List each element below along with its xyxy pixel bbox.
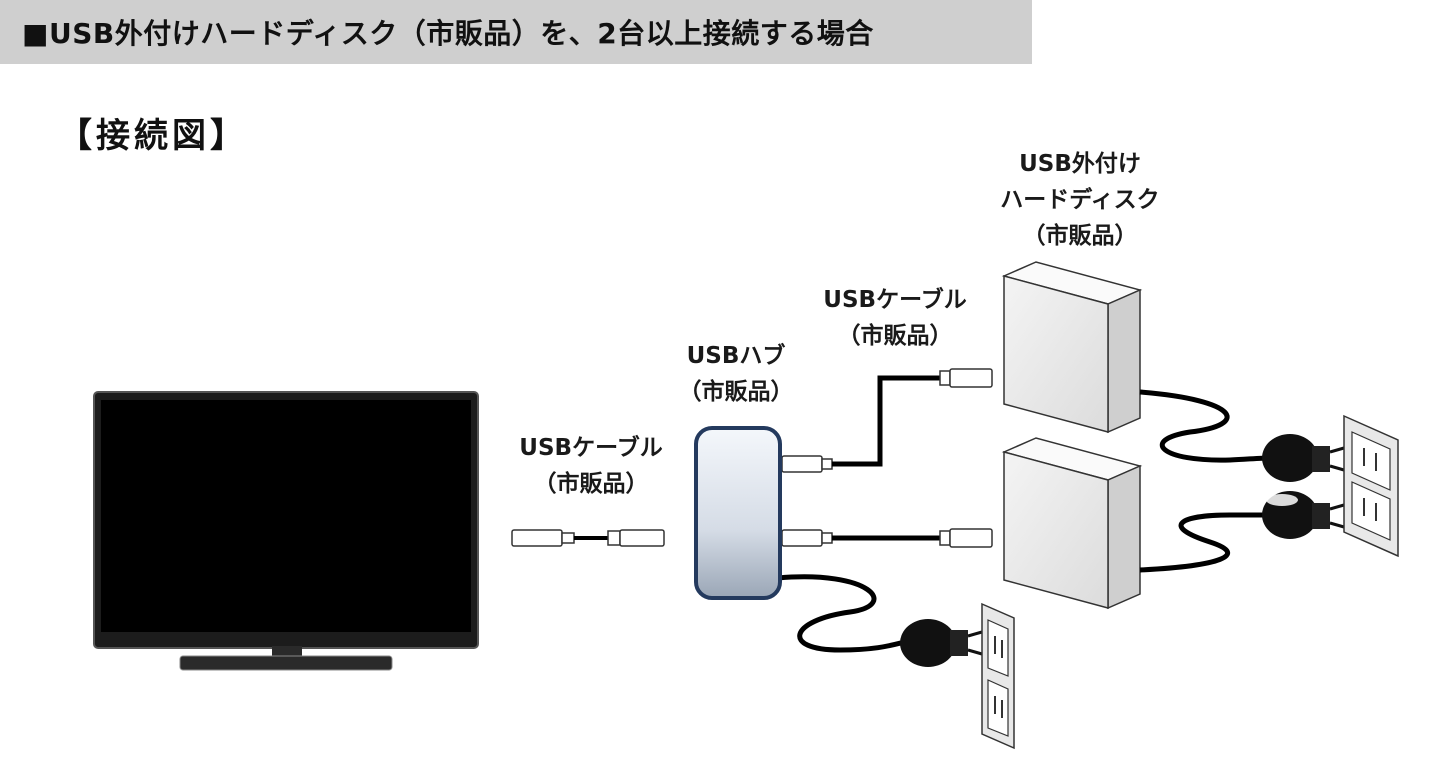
usb-cable-upper-line2: （市販品） bbox=[837, 323, 953, 349]
hdd-label: USB外付け ハードディスク （市販品） bbox=[970, 146, 1190, 254]
usb-cable-upper-label: USBケーブル （市販品） bbox=[800, 282, 990, 354]
header-bar: ■USB外付けハードディスク（市販品）を、2台以上接続する場合 bbox=[0, 0, 1032, 64]
usb-cable-left bbox=[511, 529, 665, 547]
hdd-label-line2: ハードディスク bbox=[1000, 187, 1160, 213]
hdd-power-cables bbox=[1139, 389, 1271, 573]
hard-disk-icon bbox=[1001, 261, 1143, 434]
hdd-label-line3: （市販品） bbox=[1022, 223, 1138, 249]
wall-outlet-icon bbox=[981, 602, 1015, 750]
usb-cable-left-line1: USBケーブル bbox=[519, 435, 663, 461]
section-label: 【接続図】 bbox=[58, 116, 248, 156]
hard-disk-icon bbox=[1001, 437, 1143, 610]
wall-outlet-icon bbox=[1343, 414, 1399, 558]
tv-icon bbox=[93, 391, 479, 671]
usb-hub-line1: USBハブ bbox=[686, 343, 786, 369]
usb-hub-icon bbox=[694, 426, 782, 600]
usb-cable-upper-line1: USBケーブル bbox=[823, 287, 967, 313]
hub-cables bbox=[777, 368, 993, 653]
usb-cable-left-label: USBケーブル （市販品） bbox=[496, 430, 686, 502]
usb-hub-line2: （市販品） bbox=[678, 379, 794, 405]
hdd-label-line1: USB外付け bbox=[1019, 151, 1141, 177]
ac-adapter-icon bbox=[1262, 491, 1345, 539]
usb-hub-label: USBハブ （市販品） bbox=[656, 338, 816, 410]
usb-cable-left-line2: （市販品） bbox=[533, 471, 649, 497]
page-title: ■USB外付けハードディスク（市販品）を、2台以上接続する場合 bbox=[22, 17, 874, 50]
ac-adapter-icon bbox=[1262, 434, 1345, 482]
ac-adapter-icon bbox=[900, 619, 983, 667]
